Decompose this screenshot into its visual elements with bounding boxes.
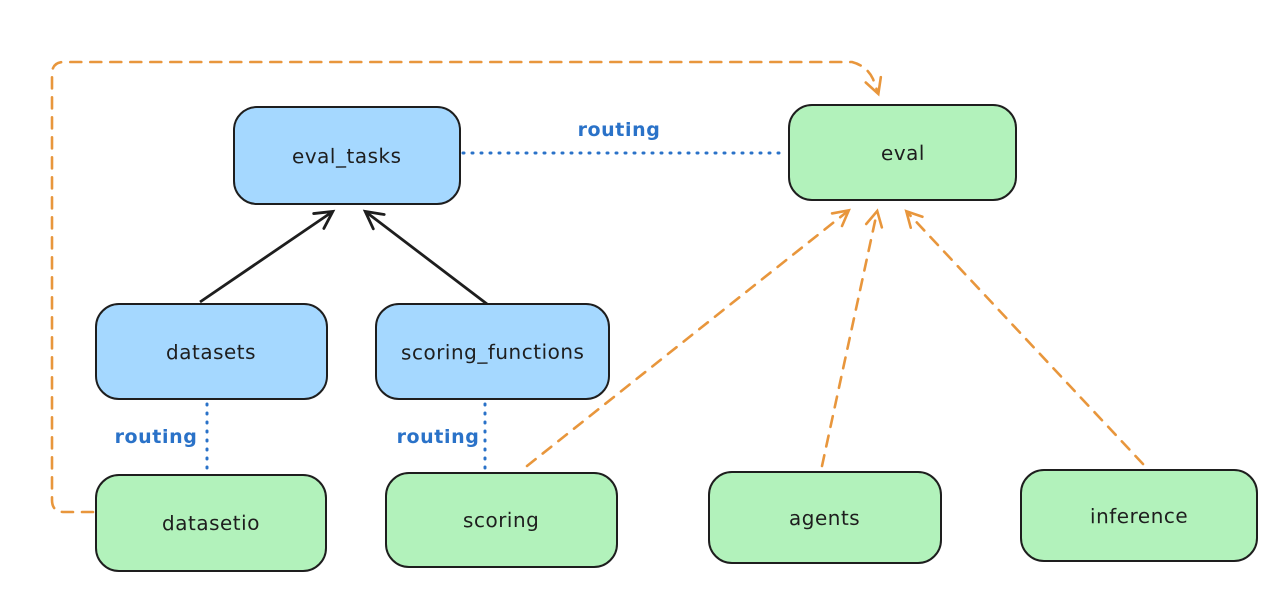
node-scoring_functions: scoring_functions bbox=[375, 303, 610, 400]
node-scoring-label: scoring bbox=[463, 507, 540, 533]
node-eval_tasks-label: eval_tasks bbox=[292, 143, 402, 168]
node-agents: agents bbox=[708, 471, 942, 564]
node-scoring_functions-label: scoring_functions bbox=[400, 339, 585, 364]
node-eval-label: eval bbox=[880, 140, 925, 165]
node-scoring: scoring bbox=[385, 472, 618, 568]
node-eval: eval bbox=[788, 104, 1017, 201]
node-inference-label: inference bbox=[1089, 503, 1189, 528]
edge-datasetio-to-eval bbox=[50, 60, 883, 514]
edge-label-routing-scoring_functions-scoring: routing bbox=[396, 426, 480, 448]
edge-datasets-to-eval_tasks bbox=[199, 209, 336, 304]
edge-label-routing-datasets-datasetio: routing bbox=[114, 426, 198, 448]
node-datasets-label: datasets bbox=[166, 339, 257, 364]
node-eval_tasks: eval_tasks bbox=[233, 106, 461, 205]
node-datasets: datasets bbox=[95, 303, 328, 400]
edge-inference-to-eval bbox=[904, 209, 1145, 466]
node-inference: inference bbox=[1020, 469, 1258, 562]
edge-scoring-to-eval bbox=[525, 208, 851, 468]
edge-label-routing-eval_tasks-eval: routing bbox=[577, 119, 661, 141]
node-datasetio-label: datasetio bbox=[161, 510, 261, 536]
node-datasetio: datasetio bbox=[95, 474, 327, 572]
edge-scoring_functions-to-eval_tasks bbox=[362, 209, 488, 306]
node-agents-label: agents bbox=[789, 505, 861, 530]
edge-agents-to-eval bbox=[820, 208, 884, 468]
